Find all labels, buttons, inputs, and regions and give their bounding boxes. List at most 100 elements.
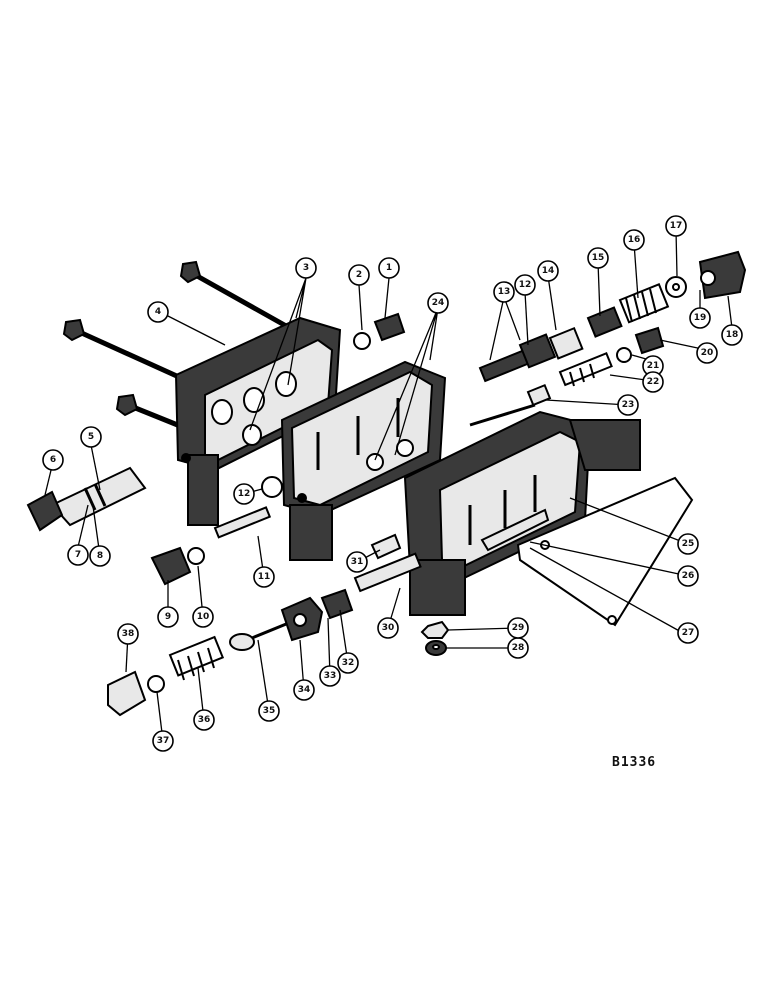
spool-assembly [478, 306, 623, 383]
plug-1 [373, 312, 406, 342]
svg-text:15: 15 [592, 253, 605, 263]
callout-16: 16 [623, 229, 645, 251]
svg-text:27: 27 [682, 628, 695, 638]
svg-text:34: 34 [298, 685, 311, 695]
callout-20: 20 [696, 342, 718, 364]
callout-11: 11 [253, 566, 275, 588]
svg-text:13: 13 [498, 287, 511, 297]
svg-text:7: 7 [75, 550, 81, 560]
svg-text:12: 12 [238, 489, 251, 499]
callout-9: 9 [157, 606, 179, 628]
callout-33: 33 [319, 665, 341, 687]
callout-24: 24 [427, 292, 449, 314]
oring-37 [147, 675, 165, 693]
svg-text:10: 10 [197, 612, 210, 622]
reference-code: B1336 [612, 755, 656, 770]
svg-text:33: 33 [324, 671, 337, 681]
svg-text:12: 12 [519, 280, 532, 290]
svg-text:28: 28 [512, 643, 525, 653]
nut-29 [420, 620, 450, 639]
leader-lines [44, 229, 733, 742]
callout-19: 19 [689, 307, 711, 329]
svg-text:25: 25 [682, 539, 695, 549]
callout-6: 6 [42, 449, 64, 471]
callout-15: 15 [587, 247, 609, 269]
gasket-cover-plate [516, 476, 694, 627]
callout-21: 21 [642, 355, 664, 377]
callout-7: 7 [67, 544, 89, 566]
callout-38: 38 [117, 623, 139, 645]
callout-35: 35 [258, 700, 280, 722]
callout-26: 26 [677, 565, 699, 587]
svg-text:1: 1 [386, 263, 392, 273]
callout-13: 13 [493, 281, 515, 303]
svg-text:22: 22 [647, 377, 660, 387]
svg-text:17: 17 [670, 221, 683, 231]
svg-text:19: 19 [694, 313, 707, 323]
callout-32: 32 [337, 652, 359, 674]
shaft-30 [353, 552, 422, 593]
callout-18: 18 [721, 324, 743, 346]
svg-text:5: 5 [88, 432, 94, 442]
callout-17: 17 [665, 215, 687, 237]
callout-2: 2 [348, 264, 370, 286]
spring-16 [618, 282, 670, 324]
callout-12-left: 12 [233, 483, 255, 505]
callout-22: 22 [642, 371, 664, 393]
svg-text:30: 30 [382, 623, 395, 633]
plug-18 [698, 250, 747, 300]
lever-31 [370, 533, 402, 560]
plug-38 [107, 670, 147, 717]
oring-2 [353, 332, 371, 350]
svg-text:38: 38 [122, 629, 135, 639]
callout-23: 23 [617, 394, 639, 416]
svg-text:20: 20 [701, 348, 714, 358]
callout-34: 34 [293, 679, 315, 701]
svg-text:24: 24 [432, 298, 445, 308]
pin-11 [213, 506, 272, 539]
svg-text:2: 2 [356, 270, 362, 280]
tie-bolt-middle [62, 318, 192, 385]
svg-text:29: 29 [512, 623, 525, 633]
callout-36: 36 [193, 709, 215, 731]
callout-25: 25 [677, 533, 699, 555]
callout-37: 37 [152, 730, 174, 752]
svg-text:4: 4 [155, 307, 161, 317]
callout-10: 10 [192, 606, 214, 628]
spring-36 [168, 635, 225, 681]
svg-text:31: 31 [351, 557, 364, 567]
callout-27: 27 [677, 622, 699, 644]
callout-28: 28 [507, 637, 529, 659]
callout-12-right: 12 [514, 274, 536, 296]
svg-text:9: 9 [165, 612, 171, 622]
fitting-20 [634, 326, 665, 355]
callout-14: 14 [537, 260, 559, 282]
callout-8: 8 [89, 545, 111, 567]
callout-31: 31 [346, 551, 368, 573]
svg-text:14: 14 [542, 266, 555, 276]
svg-text:16: 16 [628, 235, 641, 245]
spring-22 [558, 351, 613, 387]
svg-text:21: 21 [647, 361, 660, 371]
callout-1: 1 [378, 257, 400, 279]
svg-text:32: 32 [342, 658, 355, 668]
shaft-5 [26, 466, 147, 532]
washer-28 [425, 640, 447, 656]
callout-30: 30 [377, 617, 399, 639]
callout-4: 4 [147, 301, 169, 323]
svg-text:11: 11 [258, 572, 271, 582]
svg-text:37: 37 [157, 736, 170, 746]
plug-9 [150, 546, 205, 586]
svg-text:18: 18 [726, 330, 739, 340]
svg-text:8: 8 [97, 551, 103, 561]
callout-29: 29 [507, 617, 529, 639]
svg-text:3: 3 [303, 263, 309, 273]
oring-21 [616, 347, 632, 363]
svg-text:23: 23 [622, 400, 635, 410]
svg-text:6: 6 [50, 455, 56, 465]
callout-3: 3 [295, 257, 317, 279]
svg-text:36: 36 [198, 715, 211, 725]
callout-5: 5 [80, 426, 102, 448]
fitting-32-33 [320, 588, 354, 620]
